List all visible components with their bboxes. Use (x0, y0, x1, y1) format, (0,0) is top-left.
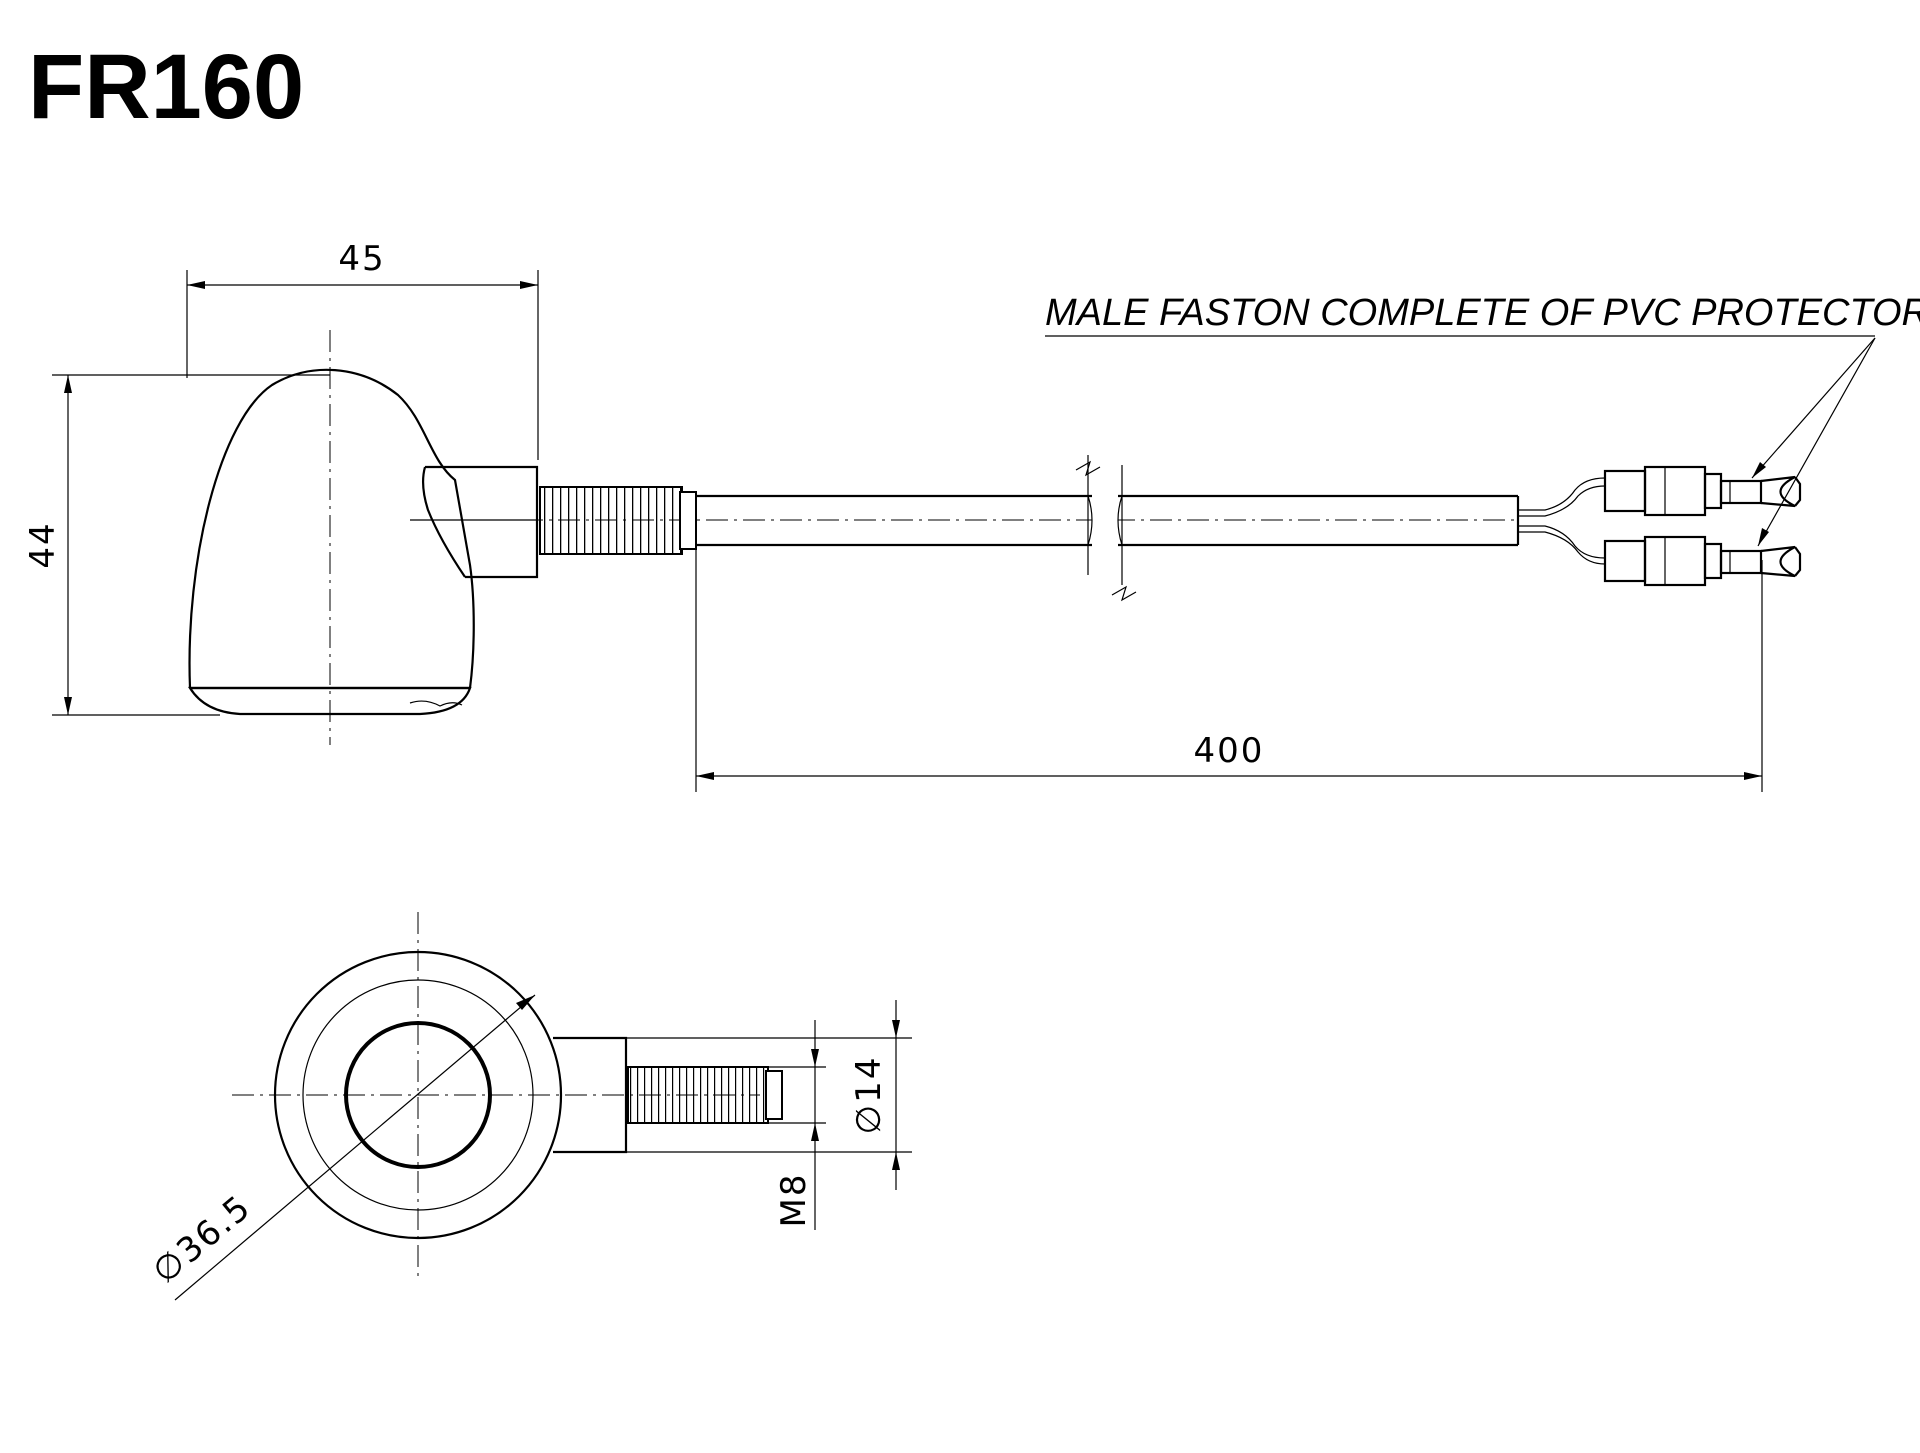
height-dimension: 44 (23, 374, 330, 716)
width-dimension: 45 (186, 239, 539, 460)
drawing-title: FR160 (28, 36, 304, 138)
lens-diameter-label: ∅36.5 (145, 1187, 259, 1292)
cable (696, 455, 1520, 602)
connector-note-text: MALE FASTON COMPLETE OF PVC PROTECTOR (1045, 292, 1920, 334)
faston-connector-top (1603, 465, 1802, 517)
lamp-housing (188, 368, 475, 689)
front-view: ∅36.5 M8 ∅14 (145, 912, 912, 1301)
height-dimension-label: 44 (23, 521, 63, 568)
boss-diameter-dimension: ∅14 (626, 1000, 912, 1190)
connector-note: MALE FASTON COMPLETE OF PVC PROTECTOR (1045, 292, 1920, 547)
housing-outline (273, 950, 563, 1240)
boss-diameter-label: ∅14 (849, 1056, 889, 1135)
cable-length-label: 400 (1194, 731, 1265, 771)
faston-connector-bottom (1603, 535, 1802, 587)
side-view: 45 44 (23, 239, 1920, 792)
threaded-stud (539, 486, 697, 555)
front-threaded-stud (627, 1066, 769, 1124)
mounting-boss (425, 465, 539, 579)
lamp-housing-bottom (188, 686, 472, 716)
cable-length-dimension: 400 (695, 545, 1763, 792)
lens-diameter-dimension: ∅36.5 (145, 994, 536, 1301)
lens-window (344, 1021, 492, 1169)
thread-dimension: M8 (768, 1020, 826, 1230)
thread-label: M8 (774, 1173, 814, 1228)
wire-split (1518, 477, 1606, 565)
lens-ring (302, 979, 534, 1211)
front-boss (553, 1036, 628, 1154)
width-dimension-label: 45 (338, 239, 385, 279)
